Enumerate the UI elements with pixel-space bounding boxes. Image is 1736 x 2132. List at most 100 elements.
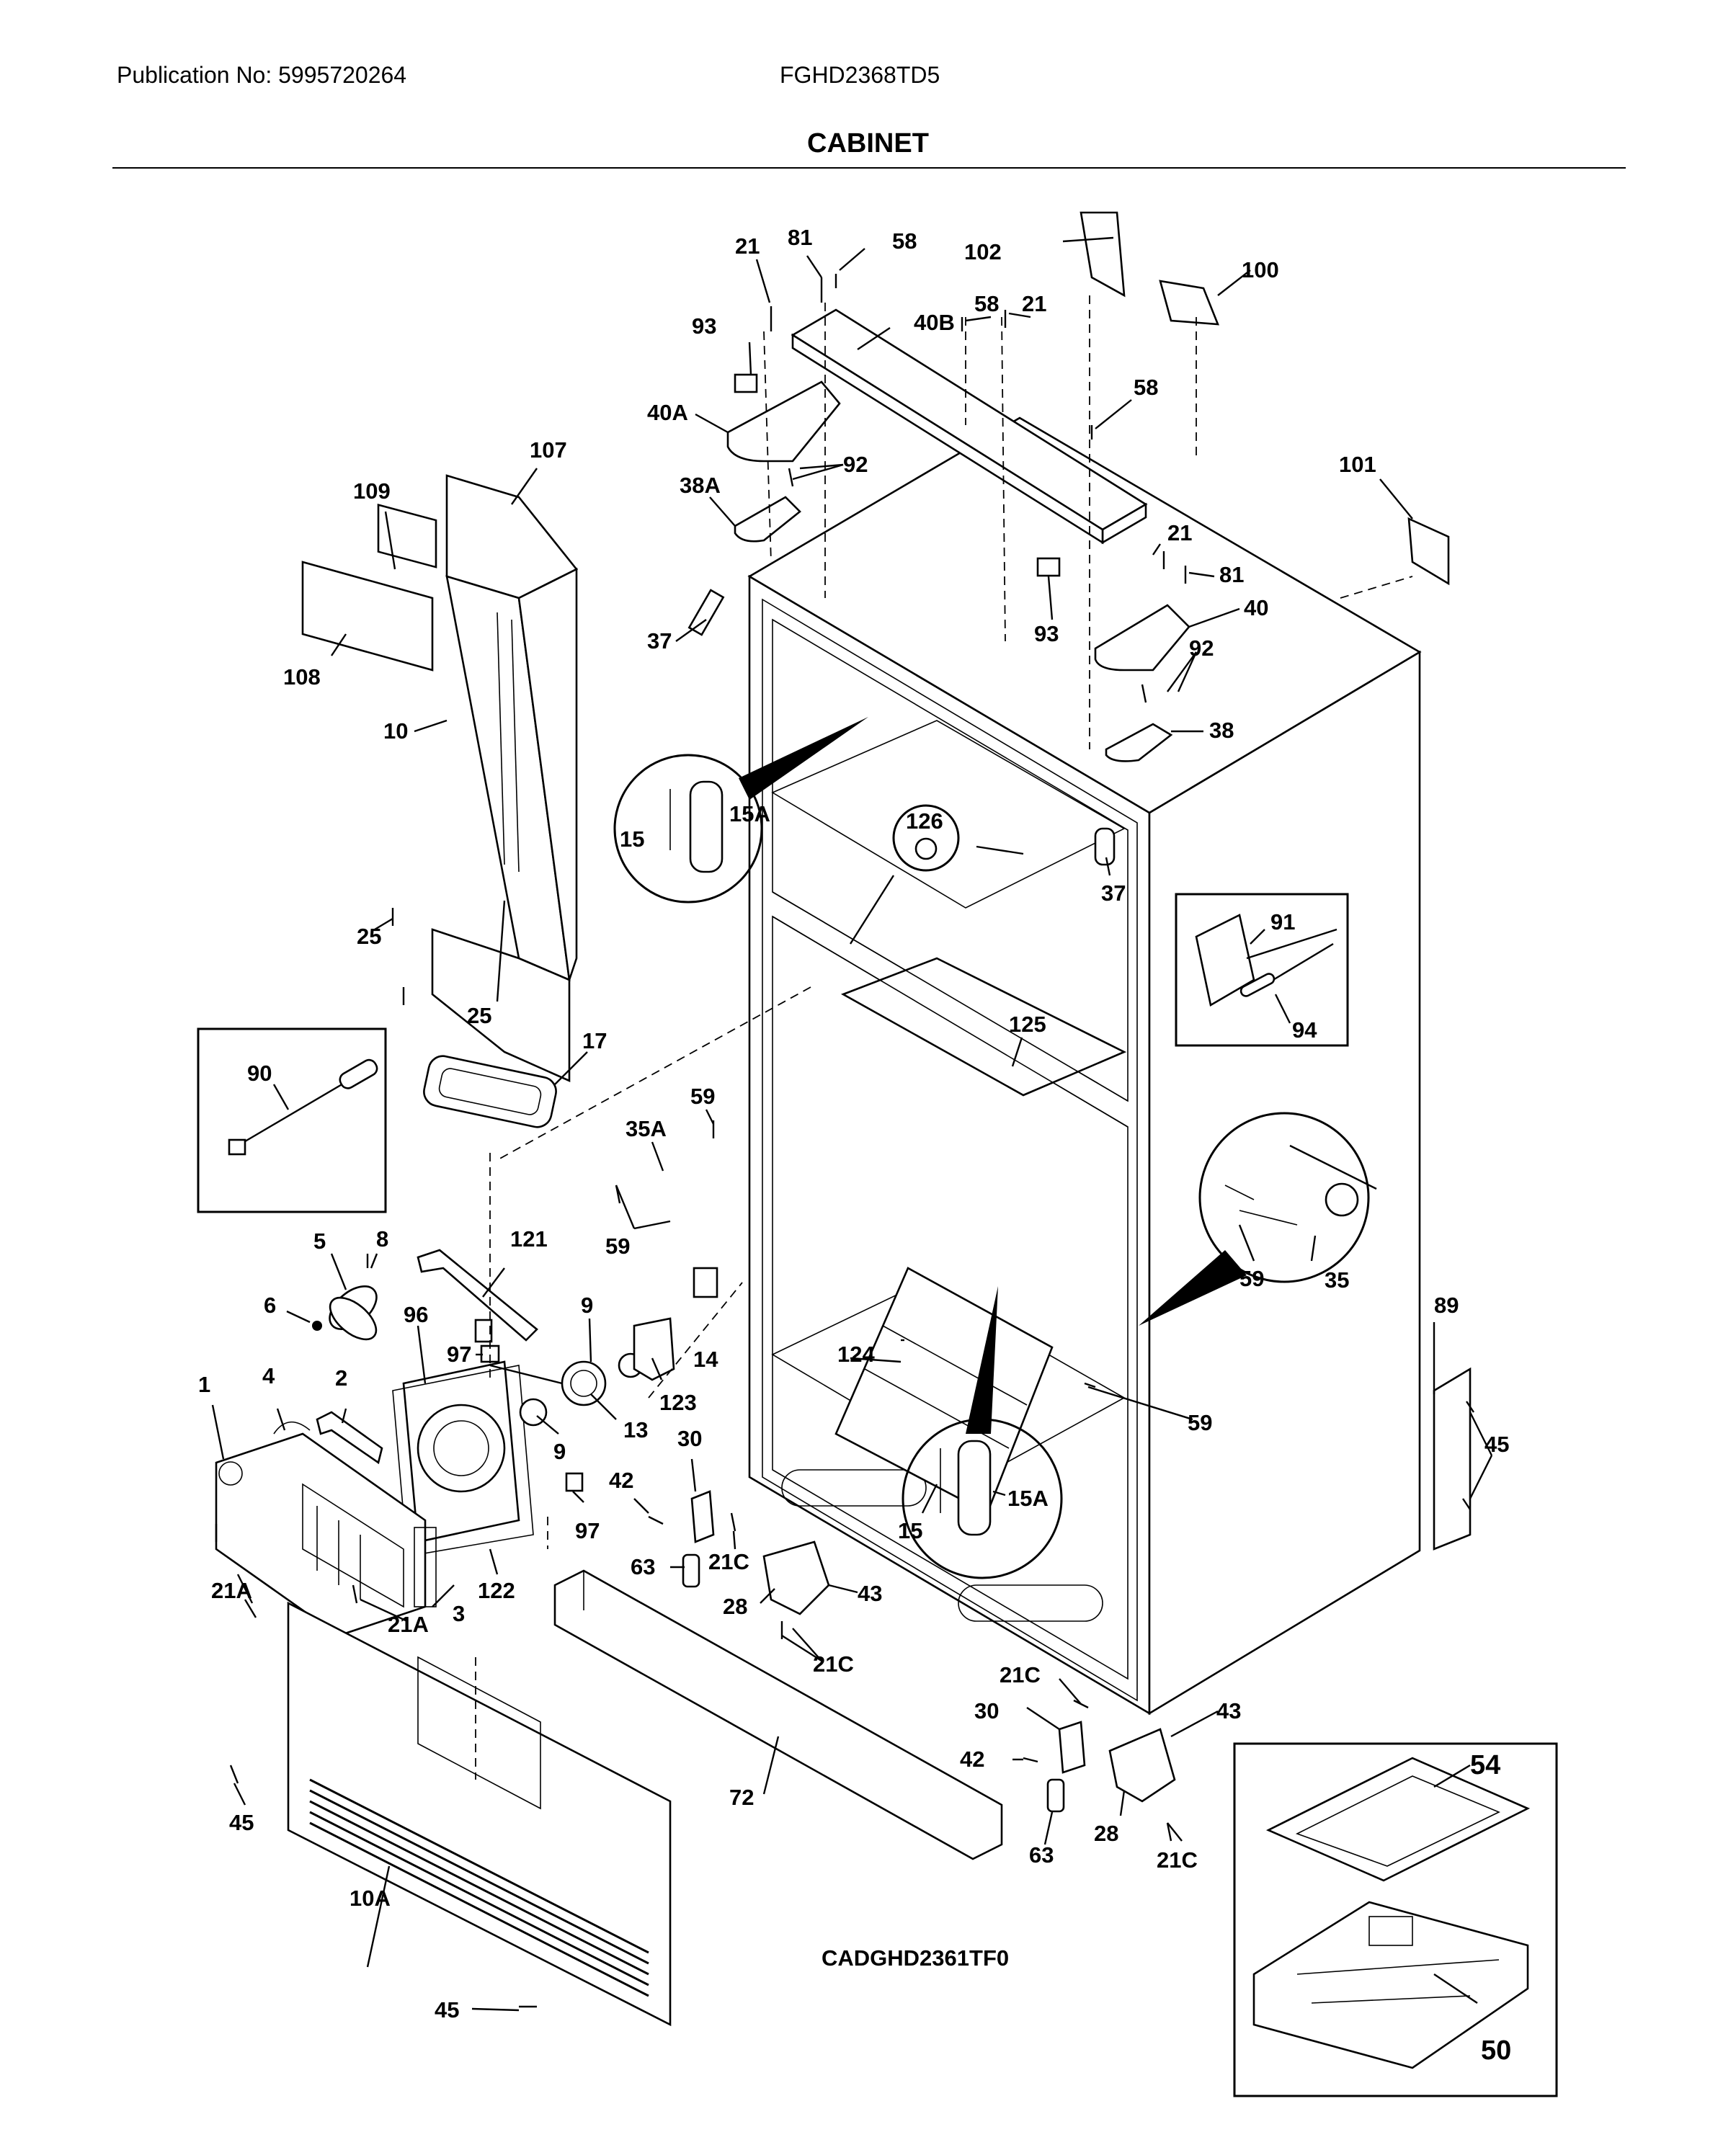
plug-97b <box>565 1472 584 1492</box>
callout-93a: 93 <box>692 313 716 339</box>
callout-28a: 28 <box>723 1594 747 1619</box>
callout-28b: 28 <box>1094 1821 1118 1846</box>
callout-15a-top: 15A <box>729 801 770 826</box>
detail-circle-126 <box>892 804 960 872</box>
callout-107: 107 <box>530 437 567 463</box>
callout-122: 122 <box>478 1578 515 1603</box>
hinge-40 <box>1094 604 1190 672</box>
callout-100: 100 <box>1242 257 1279 282</box>
callout-124: 124 <box>837 1342 875 1367</box>
condenser-fan-5 <box>329 1285 378 1341</box>
callout-3: 3 <box>453 1601 465 1626</box>
callout-14: 14 <box>693 1347 718 1372</box>
panel-3 <box>414 1527 437 1607</box>
callout-10: 10 <box>383 718 408 744</box>
callout-40: 40 <box>1244 595 1268 620</box>
cabinet-body <box>747 416 1422 1716</box>
callout-37a: 37 <box>647 628 672 654</box>
callout-96: 96 <box>404 1302 428 1327</box>
bracket-30-left <box>690 1490 715 1543</box>
inset-box-91 <box>1175 893 1349 1047</box>
callout-15a-bot: 15A <box>1007 1486 1049 1511</box>
sensor-90 <box>228 1058 378 1156</box>
callout-4: 4 <box>262 1363 275 1388</box>
callout-17: 17 <box>582 1028 607 1053</box>
callout-81a: 81 <box>788 225 812 250</box>
callout-59b: 59 <box>605 1234 630 1259</box>
bracket-102 <box>1080 211 1126 298</box>
hinge-28-43-right <box>1108 1728 1176 1803</box>
fan-shroud-96 <box>392 1360 534 1557</box>
callout-21c-b: 21C <box>813 1651 854 1677</box>
callout-30a: 30 <box>677 1426 702 1451</box>
hinge-38 <box>1105 723 1173 762</box>
kickplate-72 <box>553 1569 1003 1860</box>
header-divider <box>112 167 1626 169</box>
callout-97a: 97 <box>447 1342 471 1367</box>
callout-13: 13 <box>623 1417 648 1442</box>
stop-37b <box>1094 827 1116 866</box>
stop-37a <box>687 589 725 636</box>
callout-40a: 40A <box>647 400 688 425</box>
callout-102: 102 <box>964 239 1002 264</box>
clip-93b <box>1036 557 1061 577</box>
harness-connector <box>474 1319 493 1343</box>
thermostat-35 <box>1224 1144 1377 1226</box>
callout-15-top: 15 <box>620 826 644 852</box>
vent-slots <box>309 1778 649 1997</box>
callout-58b: 58 <box>974 291 999 316</box>
callout-25a: 25 <box>357 924 381 949</box>
bracket-100 <box>1159 280 1219 326</box>
callout-21a-a: 21A <box>211 1578 252 1603</box>
callout-94: 94 <box>1292 1017 1317 1043</box>
callout-90: 90 <box>247 1061 272 1086</box>
side-shield-89 <box>1433 1367 1472 1551</box>
callout-43a: 43 <box>858 1581 882 1606</box>
callout-50: 50 <box>1481 2035 1511 2066</box>
section-title: CABINET <box>807 128 929 159</box>
detail-pointer-top <box>739 717 868 800</box>
clip-93a <box>734 373 758 393</box>
bracket-2 <box>316 1411 383 1465</box>
callout-6: 6 <box>264 1293 276 1318</box>
callout-42a: 42 <box>609 1468 633 1493</box>
leader-lines <box>211 236 1493 2012</box>
callout-9b: 9 <box>553 1439 566 1464</box>
ice-bin-54-50 <box>1252 1757 1531 2069</box>
callout-45b: 45 <box>229 1810 254 1835</box>
air-duct-assembly <box>301 474 579 1128</box>
grille-15a-top <box>689 780 724 873</box>
nut-6 <box>312 1321 322 1331</box>
callout-40b: 40B <box>914 310 955 335</box>
detail-circle-35 <box>1198 1112 1370 1283</box>
detail-circle-top <box>613 754 763 904</box>
bracket-101 <box>1407 517 1450 586</box>
bracket-30-right <box>1058 1721 1086 1774</box>
callout-72: 72 <box>729 1785 754 1810</box>
hinge-28-43-left <box>762 1540 830 1615</box>
callout-37b: 37 <box>1101 880 1126 906</box>
callout-1: 1 <box>198 1372 210 1397</box>
callout-25b: 25 <box>467 1003 491 1028</box>
model-number: FGHD2368TD5 <box>780 62 940 88</box>
callout-43b: 43 <box>1216 1698 1241 1723</box>
callout-97b: 97 <box>575 1518 600 1543</box>
callout-92b: 92 <box>1189 635 1214 661</box>
callout-59c: 59 <box>1239 1266 1264 1291</box>
callout-108: 108 <box>283 664 321 690</box>
callout-123: 123 <box>659 1390 697 1415</box>
diagram-code: CADGHD2361TF0 <box>822 1945 1009 1971</box>
callout-21a: 21 <box>735 233 760 259</box>
callout-21c: 21 <box>1167 520 1192 545</box>
roller-63-right <box>1046 1778 1065 1813</box>
callout-21c-a: 21C <box>708 1549 749 1574</box>
callout-45a: 45 <box>1484 1432 1509 1457</box>
detail-pointer-35 <box>1139 1250 1247 1326</box>
callout-38: 38 <box>1209 718 1234 743</box>
callout-63a: 63 <box>631 1554 655 1579</box>
grille-15a-bottom <box>957 1440 992 1536</box>
callout-35: 35 <box>1325 1267 1349 1293</box>
callout-101: 101 <box>1339 452 1376 477</box>
inset-box-90 <box>197 1027 387 1213</box>
